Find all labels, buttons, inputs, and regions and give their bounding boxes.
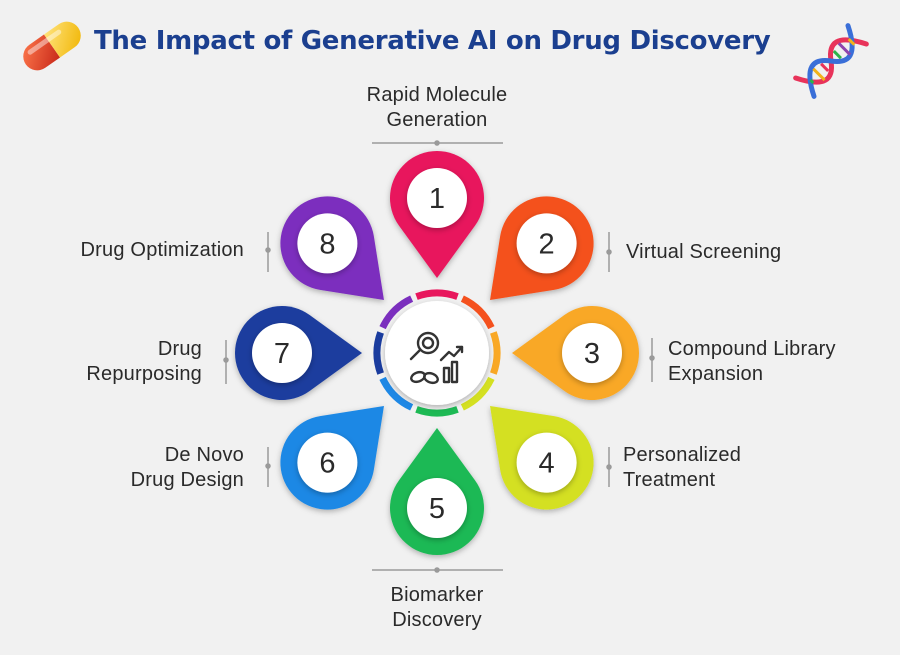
step-number-1: 1	[429, 183, 445, 215]
petal-5: 5	[390, 428, 484, 555]
number-badge-5	[407, 478, 467, 538]
center-hub	[373, 289, 501, 417]
petal-6: 6	[280, 406, 384, 510]
hub-ring-segment-7	[373, 331, 384, 375]
number-badge-3	[562, 323, 622, 383]
hub-ring-segment-8	[379, 295, 414, 330]
petal-4: 4	[490, 406, 594, 510]
hub-ring-segment-2	[460, 295, 495, 330]
step-8-label: Drug Optimization	[80, 239, 244, 261]
step-number-2: 2	[539, 228, 555, 260]
petal-3: 3	[512, 306, 639, 400]
number-badge-4	[516, 432, 577, 493]
step-number-3: 3	[584, 338, 600, 370]
hub-ring-segment-1	[415, 289, 459, 300]
step-number-5: 5	[429, 493, 445, 525]
hub-ring-segment-4	[460, 376, 495, 411]
magnifier-pills-growth-chart-icon	[409, 331, 464, 385]
step-number-8: 8	[319, 228, 335, 260]
step-number-6: 6	[319, 448, 335, 480]
step-2-label: Virtual Screening	[626, 241, 782, 263]
dna-helix-icon	[793, 23, 869, 99]
number-badge-1	[407, 168, 467, 228]
step-number-4: 4	[539, 448, 555, 480]
petal-2: 2	[490, 196, 594, 300]
hub-ring-segment-5	[415, 406, 459, 417]
hub-ring-segment-3	[490, 331, 501, 375]
number-badge-2	[516, 213, 577, 274]
step-number-7: 7	[274, 338, 290, 370]
hub-ring-segment-6	[379, 376, 414, 411]
connector-lines	[223, 140, 655, 573]
number-badge-8	[297, 213, 358, 274]
number-badge-6	[297, 432, 358, 493]
petal-7: 7	[235, 305, 362, 400]
capsule-pill-icon	[23, 21, 81, 71]
page-title: The Impact of Generative AI on Drug Disc…	[94, 26, 771, 56]
number-badge-7	[252, 323, 312, 383]
petal-1: 1	[390, 151, 485, 278]
petal-8: 8	[280, 196, 384, 300]
